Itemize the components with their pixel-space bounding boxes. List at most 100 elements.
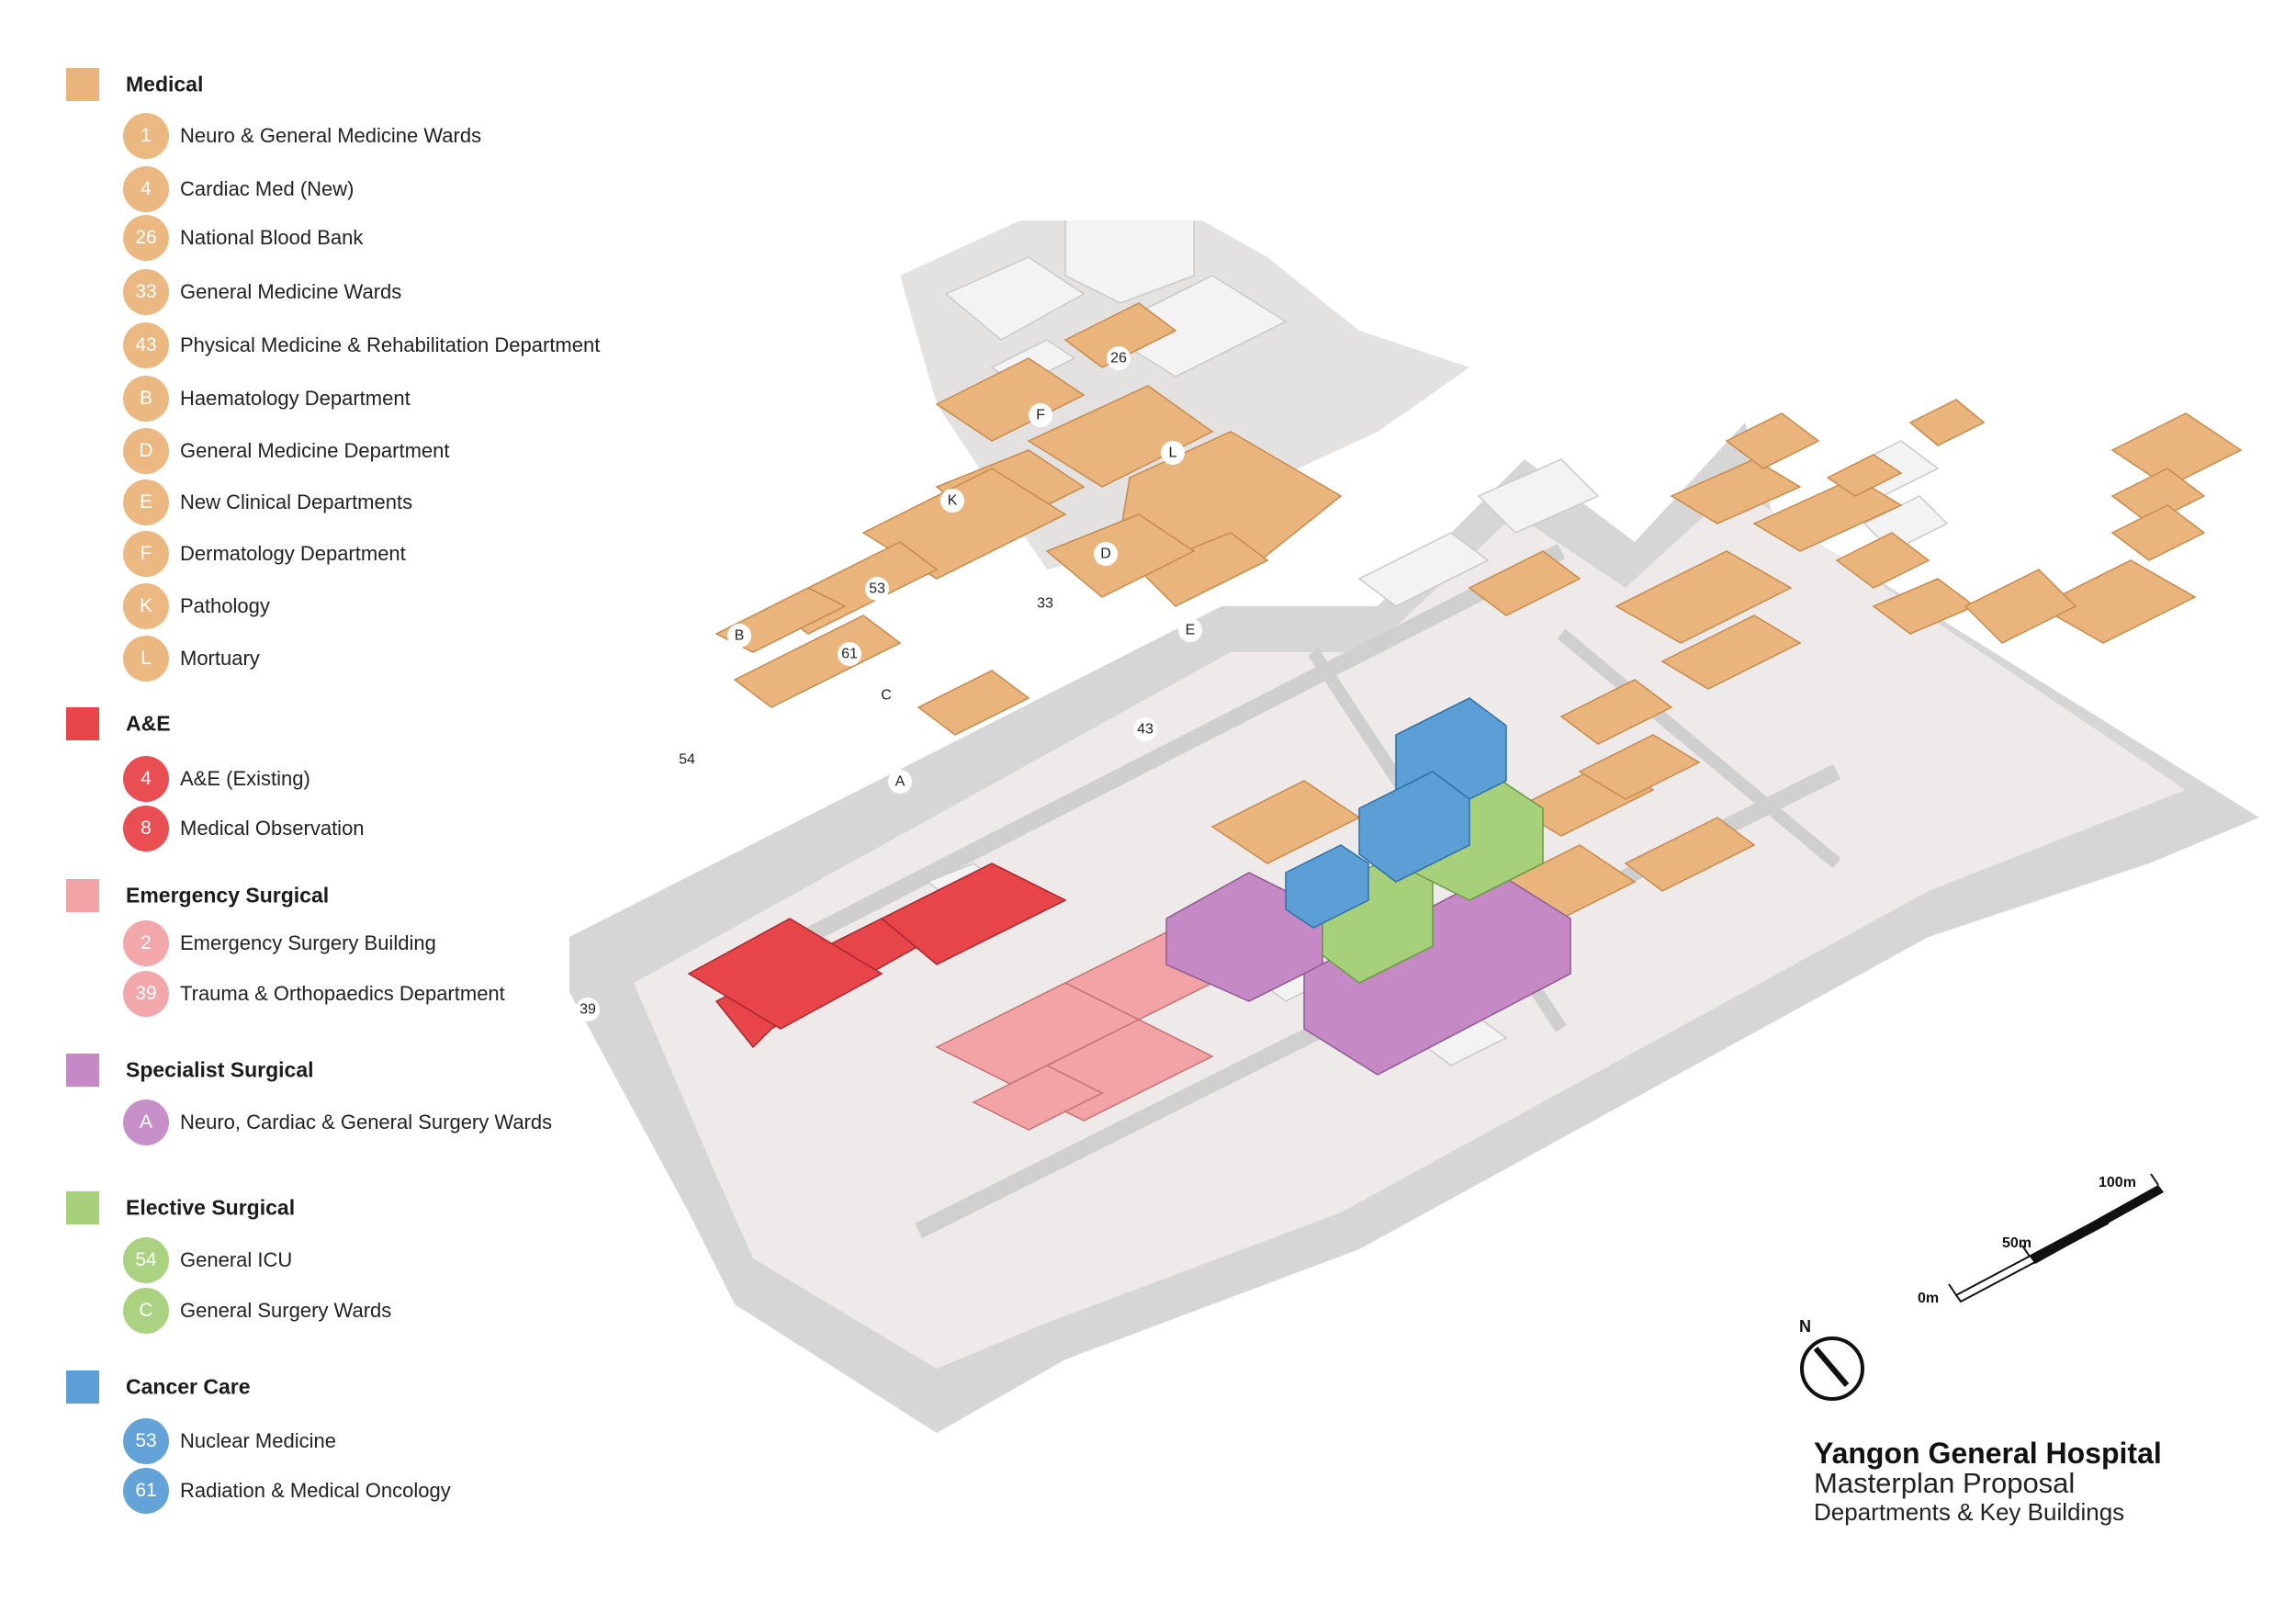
- legend-item-badge: 2: [123, 920, 169, 966]
- svg-text:26: 26: [1110, 351, 1127, 367]
- legend-category-label: A&E: [126, 711, 171, 736]
- legend-category: Medical: [66, 66, 203, 103]
- north-label: N: [1799, 1317, 1811, 1336]
- svg-text:K: K: [948, 493, 958, 509]
- legend-item-label: General Medicine Department: [180, 439, 450, 462]
- map-building-label: F: [1029, 403, 1052, 427]
- legend-category: Emergency Surgical: [66, 877, 329, 914]
- svg-text:39: 39: [580, 1002, 596, 1018]
- map-subtitle: Masterplan Proposal: [1814, 1467, 2076, 1499]
- map-building-label: 26: [1107, 346, 1131, 370]
- legend-item-label: Trauma & Orthopaedics Department: [180, 982, 505, 1005]
- svg-text:43: 43: [1137, 722, 1154, 738]
- north-arrow: N: [1795, 1314, 1878, 1415]
- map-building-label: B: [727, 624, 751, 648]
- legend-item-label: Haematology Department: [180, 387, 411, 410]
- legend-item: D General Medicine Department: [123, 427, 449, 475]
- legend-item-badge: 54: [123, 1237, 169, 1283]
- legend-item-label: Mortuary: [180, 647, 260, 670]
- legend-category-swatch: [66, 1370, 99, 1404]
- legend-item-badge: 4: [123, 756, 169, 802]
- legend-category-label: Medical: [126, 72, 204, 96]
- legend-item-label: General ICU: [180, 1248, 293, 1271]
- map-title: Yangon General Hospital: [1814, 1437, 2162, 1470]
- legend-item-label: Dermatology Department: [180, 542, 406, 565]
- legend-category-swatch: [66, 1054, 99, 1087]
- legend-item-label: National Blood Bank: [180, 226, 364, 249]
- map-building-label: D: [1094, 542, 1118, 566]
- map-caption: Departments & Key Buildings: [1814, 1498, 2125, 1526]
- legend-item-badge: B: [123, 376, 169, 422]
- cancer-care-buildings: [1285, 697, 1507, 929]
- legend-item: F Dermatology Department: [123, 530, 406, 578]
- legend-item: K Pathology: [123, 582, 270, 630]
- map-building-label: 54: [675, 748, 699, 772]
- svg-text:F: F: [1036, 408, 1045, 423]
- legend-item-badge: F: [123, 531, 169, 577]
- legend-item-badge: 43: [123, 322, 169, 368]
- legend-item-badge: A: [123, 1100, 169, 1145]
- legend-category-swatch: [66, 68, 99, 101]
- legend-item: 54 General ICU: [123, 1236, 292, 1284]
- map-building-label: C: [874, 683, 898, 707]
- legend-item-label: Nuclear Medicine: [180, 1429, 336, 1452]
- legend-category-label: Emergency Surgical: [126, 883, 330, 908]
- legend-item: L Mortuary: [123, 635, 260, 682]
- legend-item-label: General Surgery Wards: [180, 1299, 392, 1322]
- map-building-label: 53: [865, 577, 889, 601]
- svg-text:A: A: [895, 774, 906, 790]
- legend-item-badge: 39: [123, 971, 169, 1017]
- legend-category-swatch: [66, 879, 99, 912]
- legend-item-badge: 1: [123, 113, 169, 159]
- specialist-surgical-buildings: [1165, 872, 1571, 1076]
- legend-item-badge: 61: [123, 1468, 169, 1514]
- legend-item-badge: 26: [123, 215, 169, 261]
- site-plan-map: 1B5361C54A4482393343DEKF26L: [190, 174, 2278, 1506]
- legend-item-label: Cardiac Med (New): [180, 177, 355, 200]
- map-building-label: L: [1161, 441, 1185, 465]
- svg-text:C: C: [881, 688, 892, 704]
- scale-tick-50: 50m: [2002, 1235, 2032, 1251]
- legend-item-badge: 8: [123, 806, 169, 851]
- legend-item-label: Radiation & Medical Oncology: [180, 1479, 451, 1502]
- legend-item: B Haematology Department: [123, 375, 411, 423]
- map-building-label: 39: [576, 998, 600, 1021]
- title-block: Yangon General Hospital Masterplan Propo…: [1814, 1438, 2255, 1526]
- svg-text:L: L: [1169, 445, 1177, 461]
- legend-category-swatch: [66, 707, 99, 740]
- legend-item-label: Emergency Surgery Building: [180, 931, 436, 954]
- map-building-label: 61: [838, 642, 861, 666]
- legend-item-badge: 53: [123, 1418, 169, 1464]
- legend-item-badge: 33: [123, 269, 169, 315]
- map-building-label: K: [940, 489, 964, 513]
- legend-item-badge: C: [123, 1288, 169, 1334]
- svg-text:53: 53: [869, 581, 885, 597]
- legend-category: Elective Surgical: [66, 1190, 295, 1226]
- legend-item: C General Surgery Wards: [123, 1287, 391, 1335]
- legend-item: 53 Nuclear Medicine: [123, 1417, 336, 1465]
- legend-item-badge: K: [123, 583, 169, 629]
- legend-item: 2 Emergency Surgery Building: [123, 919, 436, 967]
- legend-item-label: Neuro, Cardiac & General Surgery Wards: [180, 1111, 553, 1133]
- legend-item-label: Pathology: [180, 594, 270, 617]
- svg-text:33: 33: [1037, 596, 1053, 612]
- legend-item: 61 Radiation & Medical Oncology: [123, 1467, 451, 1515]
- legend-item: 39 Trauma & Orthopaedics Department: [123, 970, 505, 1018]
- medical-buildings: [715, 302, 2243, 929]
- legend-category-label: Elective Surgical: [126, 1195, 296, 1220]
- scale-tick-100: 100m: [2099, 1175, 2136, 1190]
- legend-item-badge: D: [123, 428, 169, 474]
- legend-item: 26 National Blood Bank: [123, 214, 363, 262]
- svg-text:B: B: [735, 628, 745, 644]
- legend-category-label: Specialist Surgical: [126, 1057, 314, 1082]
- ae-buildings: [687, 863, 1067, 1049]
- legend-item-badge: L: [123, 636, 169, 682]
- svg-text:D: D: [1100, 547, 1111, 562]
